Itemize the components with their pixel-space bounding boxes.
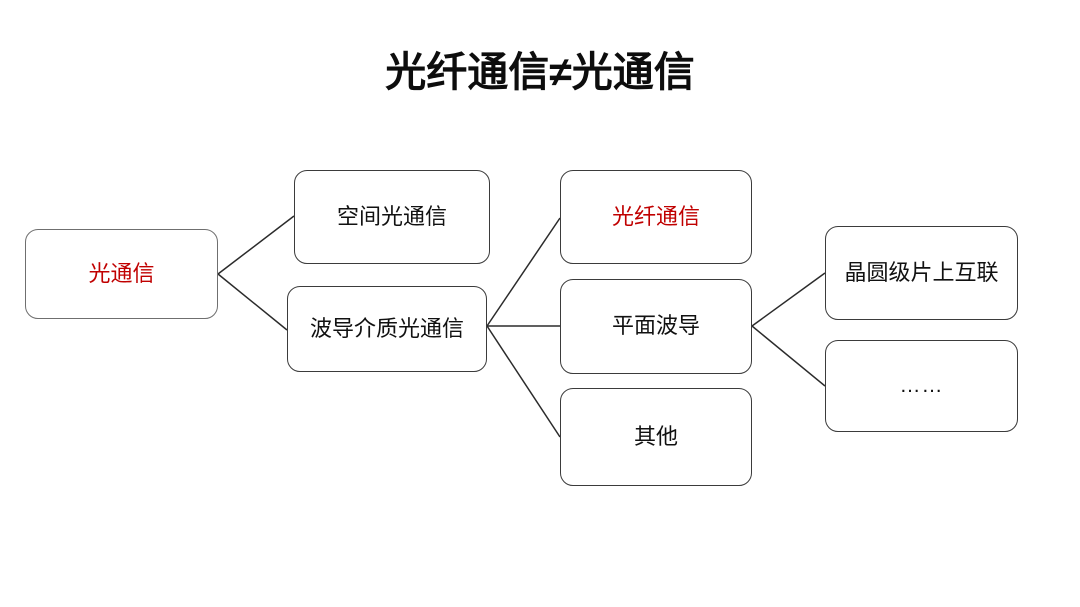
edge-waveguide-to-others [486, 325, 561, 438]
node-label: 光纤通信 [611, 203, 700, 229]
node-others[interactable]: 其他 [560, 388, 752, 486]
node-ellipsis[interactable]: …… [825, 340, 1018, 432]
node-fiber-optic-communication[interactable]: 光纤通信 [560, 170, 752, 264]
edge-oc-to-fso [217, 215, 295, 275]
node-label: 晶圆级片上互联 [844, 259, 999, 285]
node-label: …… [899, 374, 944, 398]
edge-oc-to-waveguide [217, 273, 288, 331]
node-planar-waveguide[interactable]: 平面波导 [560, 279, 752, 374]
edge-planar-to-wafer [751, 272, 826, 327]
page-title: 光纤通信≠光通信 [385, 49, 695, 95]
node-label: 波导介质光通信 [309, 315, 464, 341]
node-wafer-level-on-chip-interconnect[interactable]: 晶圆级片上互联 [825, 226, 1018, 320]
node-optical-communication[interactable]: 光通信 [25, 229, 218, 319]
node-label: 其他 [633, 423, 678, 449]
node-label: 光通信 [88, 260, 155, 286]
node-label: 平面波导 [611, 313, 700, 339]
edge-planar-to-ellipsis [751, 325, 826, 387]
node-waveguide-medium-optical[interactable]: 波导介质光通信 [287, 286, 487, 372]
edge-waveguide-to-fiber [486, 217, 561, 327]
node-free-space-optical[interactable]: 空间光通信 [294, 170, 490, 264]
node-label: 空间光通信 [336, 203, 447, 229]
